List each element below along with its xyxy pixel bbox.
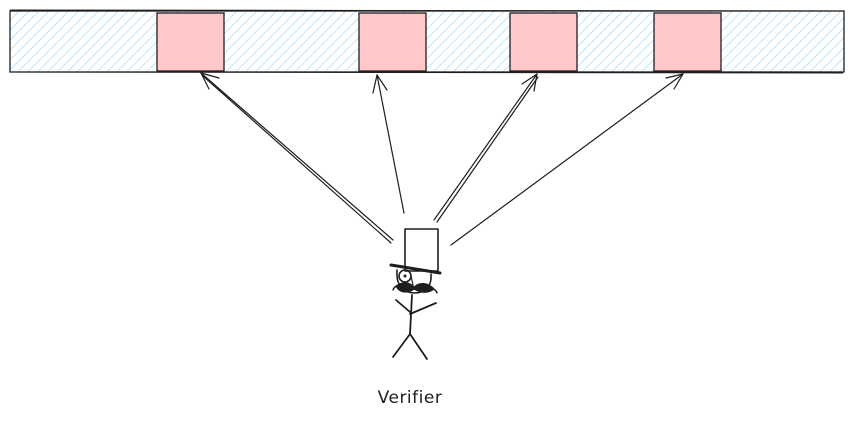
sampled-cell-2 <box>358 12 427 72</box>
mustache-icon <box>392 282 438 294</box>
sampled-cell-4 <box>653 12 722 72</box>
sampled-cells <box>156 12 722 72</box>
arrow-to-cell-1 <box>200 72 394 244</box>
sampled-cell-3 <box>509 12 578 72</box>
head-outline <box>396 269 432 294</box>
top-hat-icon <box>389 228 442 275</box>
arrow-to-cell-3 <box>433 73 539 223</box>
query-arrows <box>200 72 684 246</box>
arrow-to-cell-2 <box>372 74 405 214</box>
verifier-figure <box>389 228 442 360</box>
arrow-to-cell-4 <box>450 73 684 246</box>
stick-figure-icon <box>392 294 437 360</box>
verifier-label: Verifier <box>377 388 443 408</box>
sampled-cell-1 <box>156 12 225 72</box>
monocle-icon <box>398 269 414 286</box>
